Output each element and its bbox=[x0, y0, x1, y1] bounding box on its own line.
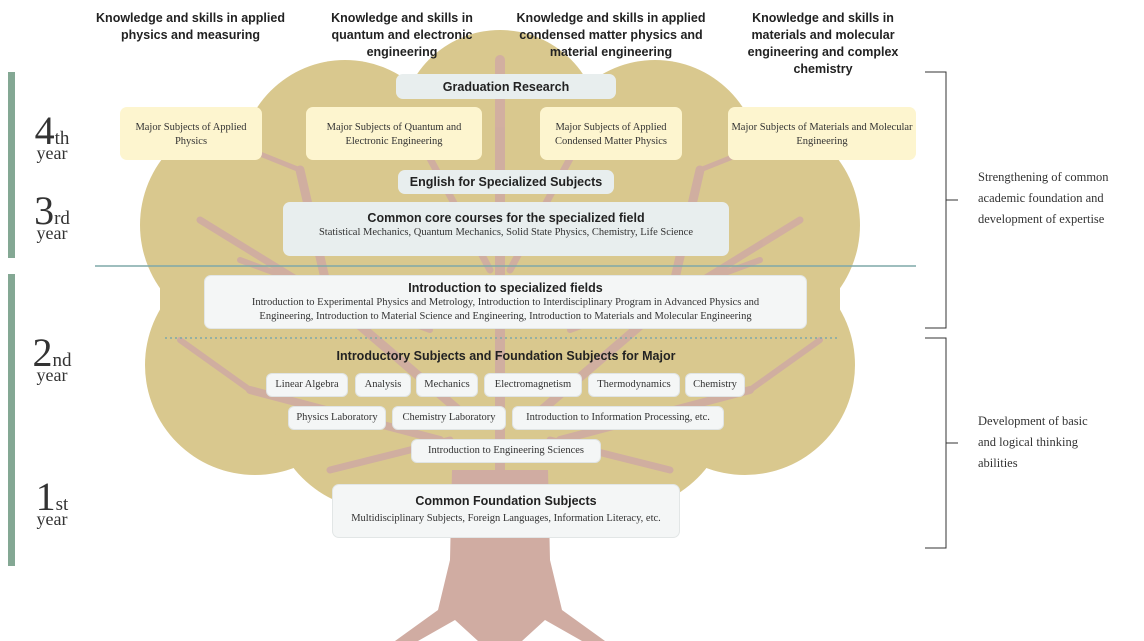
graduation-research-box: Graduation Research bbox=[396, 74, 616, 99]
chip-linear-algebra: Linear Algebra bbox=[266, 373, 348, 397]
year-bar-lower bbox=[8, 274, 15, 566]
track-heading-condensed-matter: Knowledge and skills in applied condense… bbox=[516, 11, 706, 59]
year-label-1st: 1st year bbox=[35, 474, 69, 529]
year-bar-upper bbox=[8, 72, 15, 258]
year-label-2nd: 2nd year bbox=[32, 330, 72, 385]
chip-physics-laboratory: Physics Laboratory bbox=[288, 406, 386, 430]
track-heading-quantum-electronic: Knowledge and skills in quantum and elec… bbox=[331, 11, 473, 59]
chip-chemistry: Chemistry bbox=[685, 373, 745, 397]
chip-thermodynamics: Thermodynamics bbox=[588, 373, 680, 397]
foundation-major-title: Introductory Subjects and Foundation Sub… bbox=[336, 349, 676, 363]
upper-bracket bbox=[925, 71, 947, 329]
track-heading-applied-physics: Knowledge and skills in applied physics … bbox=[96, 11, 285, 42]
intro-specialized-fields-box: Introduction to specialized fields Intro… bbox=[204, 275, 807, 329]
english-specialized-box: English for Specialized Subjects bbox=[398, 170, 614, 194]
tree-trunk bbox=[395, 470, 605, 641]
year-label-3rd: 3rd year bbox=[34, 188, 70, 243]
side-note-upper: Strengthening of common academic foundat… bbox=[978, 170, 1109, 226]
chip-electromagnetism: Electromagnetism bbox=[484, 373, 582, 397]
major-subjects-condensed-matter: Major Subjects of Applied Condensed Matt… bbox=[540, 107, 682, 160]
side-note-lower: Development of basic and logical thinkin… bbox=[978, 414, 1088, 470]
year-label-4th: 4th year bbox=[34, 108, 70, 163]
common-foundation-box: Common Foundation Subjects Multidiscipli… bbox=[332, 484, 680, 538]
chip-information-processing: Introduction to Information Processing, … bbox=[512, 406, 724, 430]
chip-engineering-sciences: Introduction to Engineering Sciences bbox=[411, 439, 601, 463]
major-subjects-quantum-electronic: Major Subjects of Quantum and Electronic… bbox=[306, 107, 482, 160]
common-core-box: Common core courses for the specialized … bbox=[283, 202, 729, 256]
major-subjects-materials-molecular: Major Subjects of Materials and Molecula… bbox=[728, 107, 916, 160]
chip-analysis: Analysis bbox=[355, 373, 411, 397]
chip-mechanics: Mechanics bbox=[416, 373, 478, 397]
major-subjects-applied-physics: Major Subjects of Applied Physics bbox=[120, 107, 262, 160]
lower-bracket bbox=[925, 337, 947, 549]
chip-chemistry-laboratory: Chemistry Laboratory bbox=[392, 406, 506, 430]
track-heading-materials-molecular: Knowledge and skills in materials and mo… bbox=[747, 11, 899, 76]
